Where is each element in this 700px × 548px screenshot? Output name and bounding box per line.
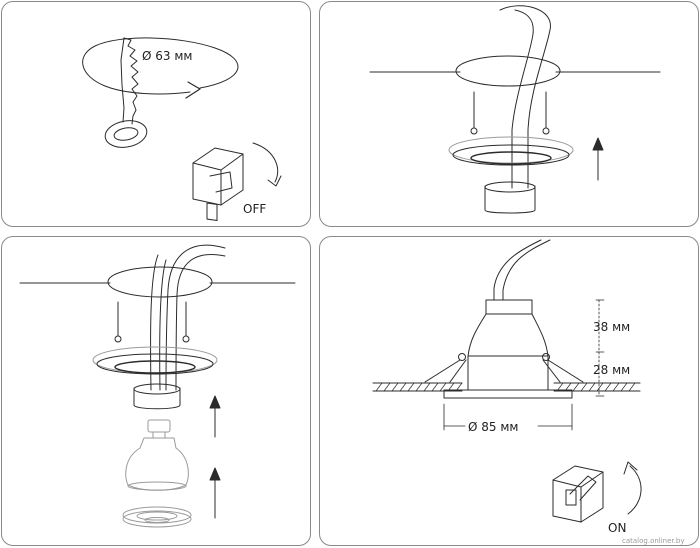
ceiling-hole-3 <box>107 266 213 298</box>
up-arrow-icon-3a <box>209 395 221 438</box>
gu10-bulb-icon <box>125 419 189 491</box>
cable-4 <box>493 239 551 301</box>
lamp-socket <box>484 181 536 214</box>
diameter-63-label: Ø 63 мм <box>142 49 193 63</box>
hand-saw-icon <box>104 37 148 148</box>
power-cable <box>499 5 551 189</box>
panel-step-1 <box>1 1 311 227</box>
frame-springs <box>470 91 550 135</box>
cutting-circle-guide <box>82 37 239 99</box>
rotate-up-arrow-icon <box>623 461 642 515</box>
panel-step-2 <box>319 1 699 227</box>
switch-on-icon <box>552 465 604 523</box>
frame-ring-3 <box>92 346 218 375</box>
frame-ring <box>448 136 574 166</box>
ceiling-hole <box>455 55 561 87</box>
retaining-ring-icon <box>122 506 192 528</box>
dimension-lines-height <box>595 299 605 397</box>
rotate-down-arrow-icon <box>252 142 282 187</box>
height-38-label: 38 мм <box>593 320 631 334</box>
power-cable-3 <box>150 244 226 391</box>
dimension-line-diameter <box>443 403 573 431</box>
up-arrow-icon <box>592 137 604 181</box>
panel-step-3 <box>1 236 311 546</box>
switch-off-icon <box>192 147 244 222</box>
up-arrow-icon-3b <box>209 467 221 519</box>
switch-on-label: ON <box>608 521 627 535</box>
ceiling-hatch <box>372 382 641 392</box>
height-28-label: 28 мм <box>593 363 631 377</box>
switch-off-label: OFF <box>243 202 267 216</box>
lamp-socket-3 <box>133 383 181 410</box>
spring-clips-installed <box>424 353 584 383</box>
diameter-85-label: Ø 85 мм <box>468 420 519 434</box>
installed-fixture <box>443 299 573 399</box>
frame-springs-3 <box>114 301 190 343</box>
watermark: catalog.onliner.by <box>622 537 685 545</box>
